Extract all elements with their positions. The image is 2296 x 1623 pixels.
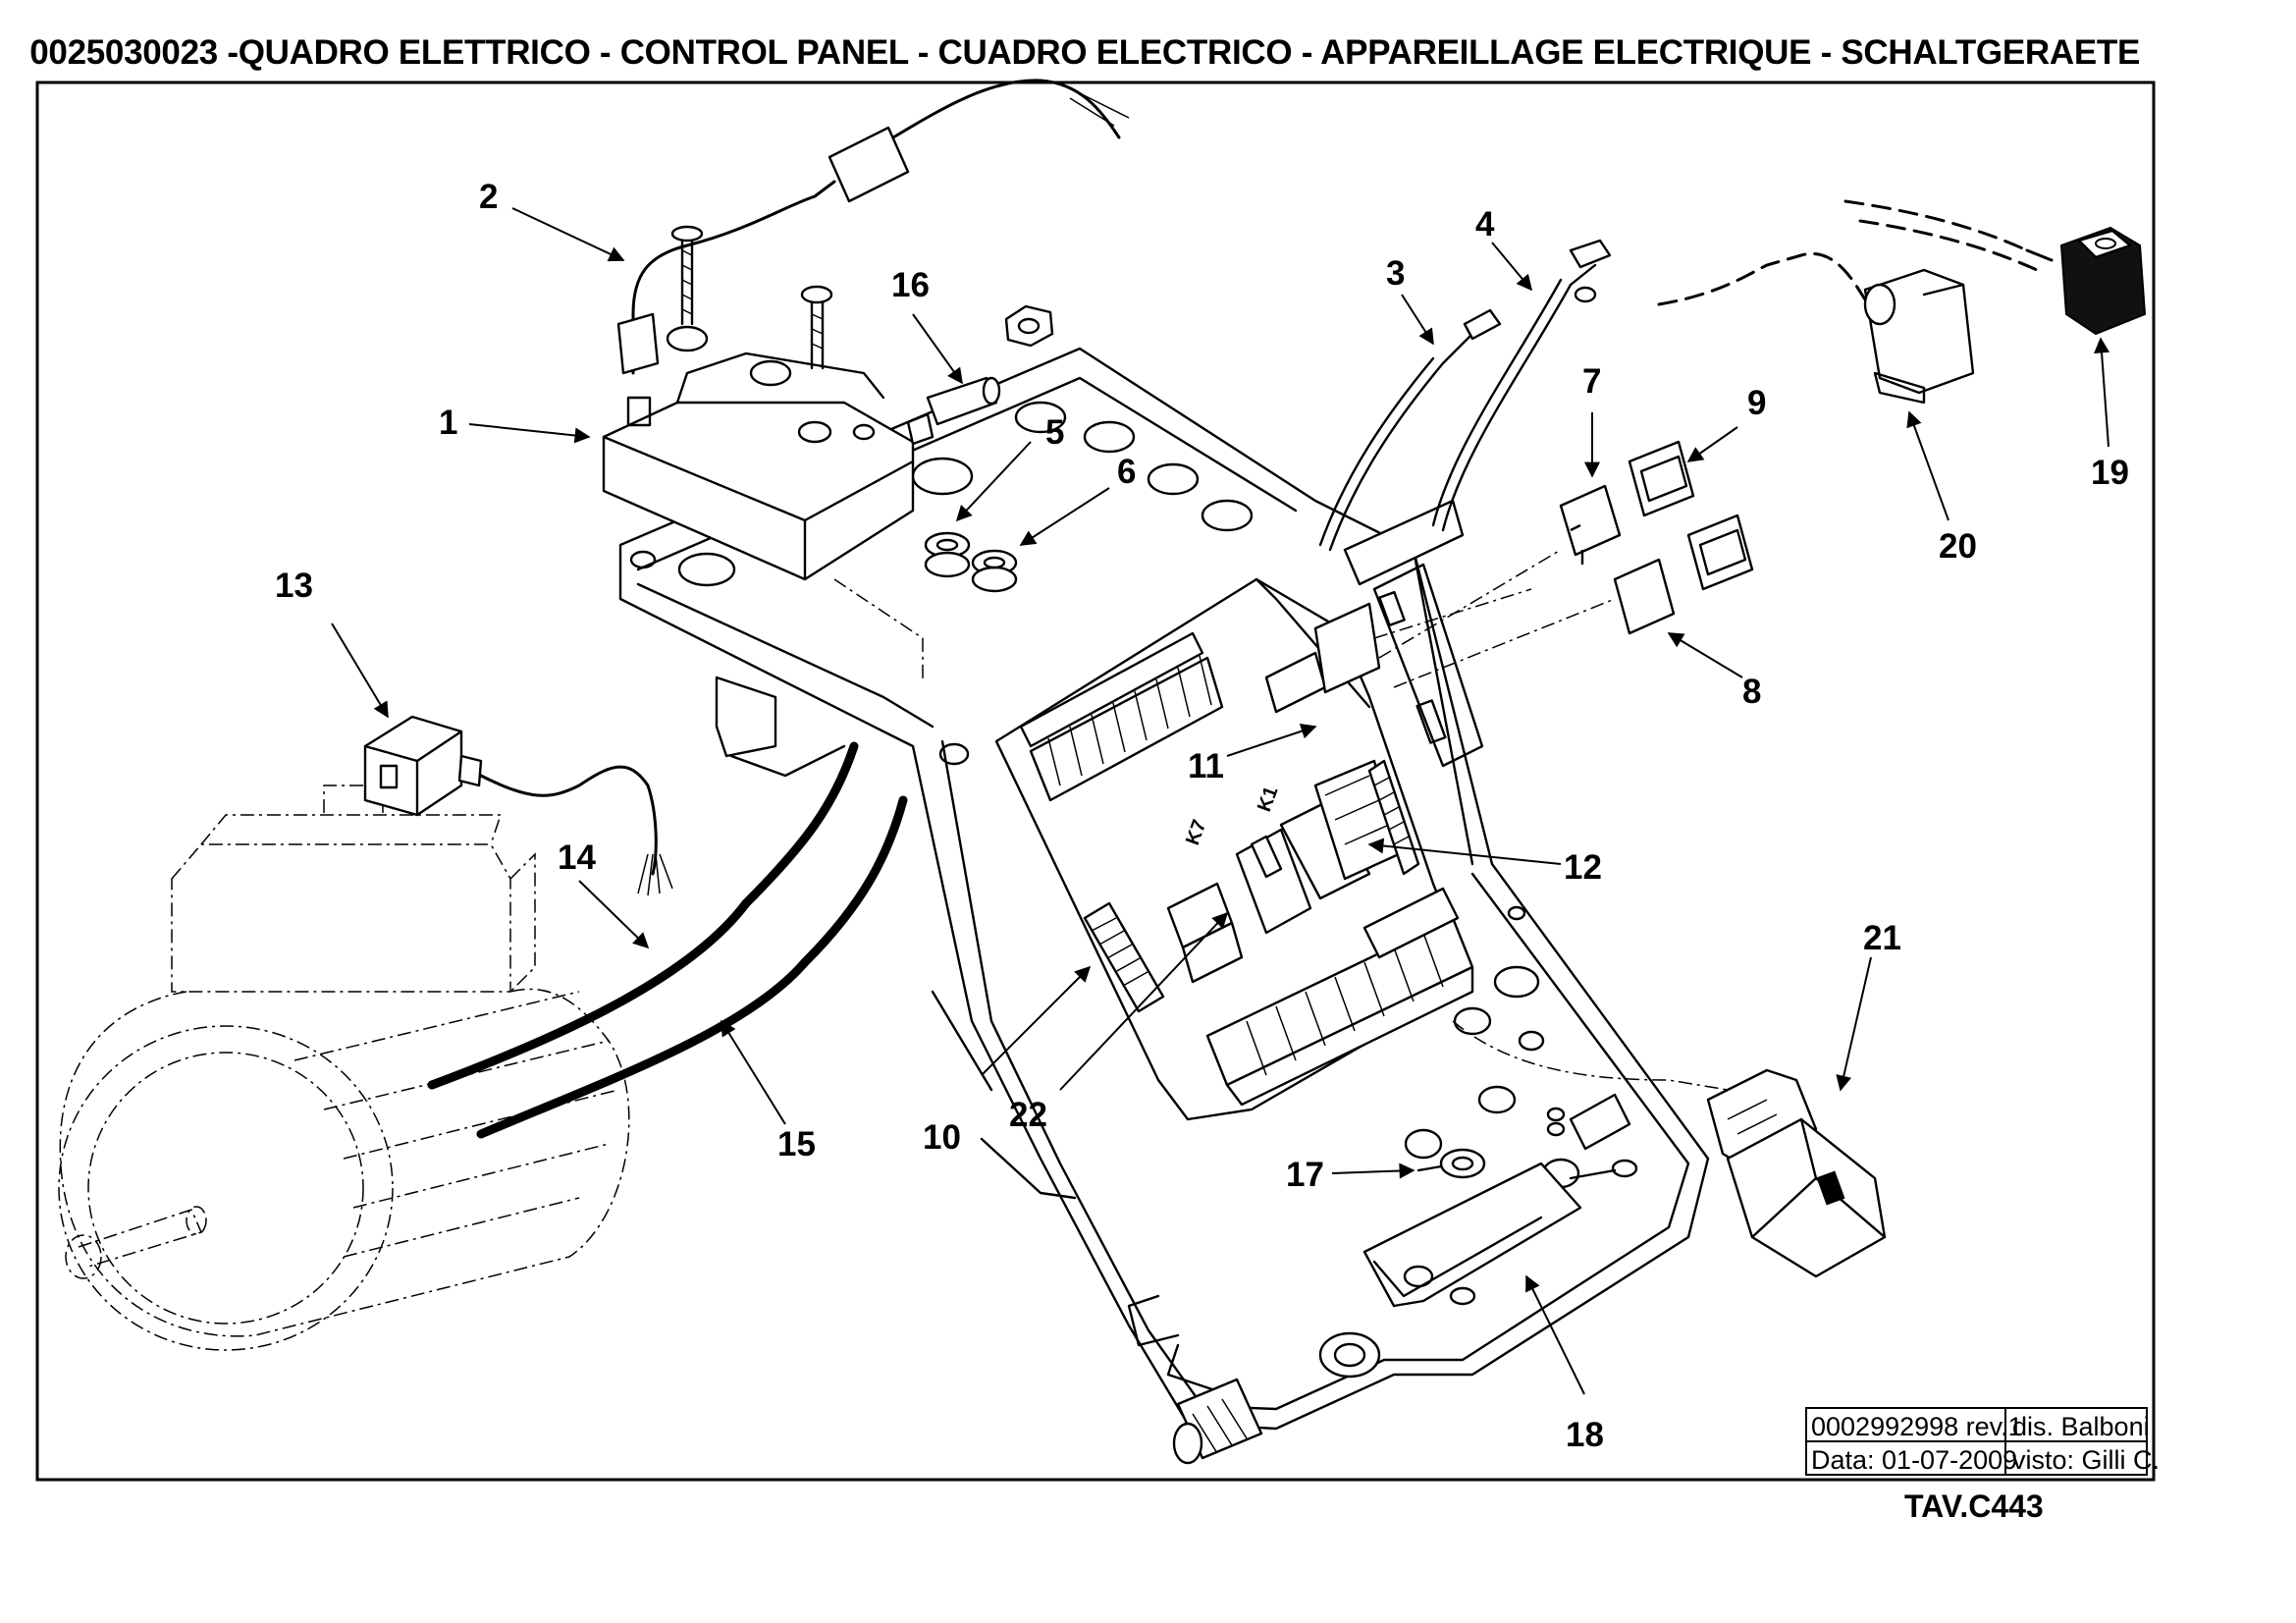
callout-19: 19 — [2091, 454, 2129, 492]
callout-22: 22 — [1009, 1096, 1047, 1134]
spacer-16 — [906, 376, 1001, 446]
drawing-date: Data: 01-07-2009 — [1811, 1445, 2017, 1475]
callout-17: 17 — [1286, 1156, 1324, 1194]
earth-and-clamp — [1172, 1093, 1638, 1465]
callout-12: 12 — [1564, 848, 1602, 887]
title-block: 0002992998 rev.1 dis. Balboni Data: 01-0… — [1805, 1407, 2160, 1476]
callout-11: 11 — [1188, 747, 1224, 785]
drawing-frame — [35, 81, 2156, 1482]
plug-19 — [1843, 199, 2147, 336]
sheet-number: TAV.C443 — [1904, 1488, 2044, 1524]
connector-leaders — [1373, 549, 1616, 688]
power-lead-2 — [616, 79, 1130, 375]
page-title: 0025030023 -QUADRO ELETTRICO - CONTROL P… — [29, 33, 2140, 72]
callout-13: 13 — [275, 567, 313, 605]
callout-5: 5 — [1045, 413, 1064, 452]
callout-14: 14 — [558, 839, 596, 877]
plug-20 — [1657, 251, 1975, 405]
callout-8: 8 — [1742, 673, 1761, 711]
plug-13 — [363, 715, 673, 896]
callout-16: 16 — [891, 266, 930, 304]
callout-labels: 1 2 3 4 5 6 7 8 9 10 11 12 13 14 15 16 1… — [275, 178, 2129, 1454]
callout-7: 7 — [1582, 362, 1601, 401]
callout-20: 20 — [1939, 527, 1977, 566]
callout-10: 10 — [923, 1118, 961, 1157]
callout-3: 3 — [1386, 254, 1405, 293]
terminal-strip-top — [1019, 631, 1224, 802]
drawn-by: dis. Balboni — [2012, 1412, 2150, 1441]
callout-arrows — [331, 207, 2110, 1395]
switch-21 — [1452, 1020, 1887, 1278]
callout-1: 1 — [439, 404, 457, 442]
motor-outline — [58, 784, 630, 1351]
callout-6: 6 — [1117, 453, 1136, 491]
item-10-brackets — [931, 990, 1077, 1200]
callout-21: 21 — [1863, 919, 1901, 957]
control-pcb: K7 K1 — [994, 577, 1474, 1121]
motor-cables — [427, 741, 908, 1139]
sensor-wires — [1318, 239, 1612, 552]
grommets — [924, 531, 1018, 593]
screws — [666, 225, 1054, 370]
checked-by: visto: Gilli C. — [2012, 1445, 2160, 1475]
callout-18: 18 — [1566, 1416, 1604, 1454]
relay-k7 — [1166, 828, 1312, 984]
fuse-holders — [1205, 887, 1474, 1107]
callout-15: 15 — [777, 1125, 816, 1163]
callout-4: 4 — [1475, 205, 1495, 243]
connectors-7-8-9 — [1559, 440, 1754, 635]
drawing-number: 0002992998 rev.1 — [1811, 1412, 2023, 1441]
callout-2: 2 — [479, 178, 498, 216]
callout-9: 9 — [1747, 384, 1766, 422]
transformer — [602, 352, 924, 682]
